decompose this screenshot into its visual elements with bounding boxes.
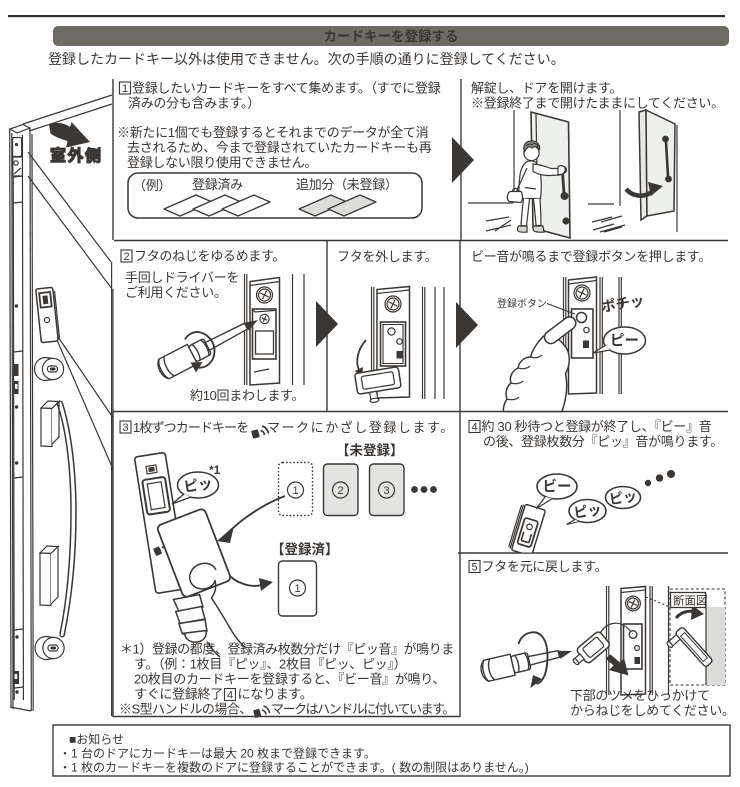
svg-text:1: 1: [292, 485, 298, 497]
svg-text:・1 台のドアにカードキーは最大 20 枚まで登録できます。: ・1 台のドアにカードキーは最大 20 枚まで登録できます。: [59, 746, 376, 761]
svg-text:2: 2: [337, 485, 343, 497]
svg-text:5: 5: [471, 562, 477, 574]
svg-text:マークにかざし登録します。: マークにかざし登録します。: [267, 420, 453, 435]
svg-text:ポチッ: ポチッ: [600, 292, 646, 316]
svg-text:済みの分も含みます。）: 済みの分も含みます。）: [128, 96, 260, 111]
svg-text:手回しドライバーを: 手回しドライバーを: [125, 270, 239, 285]
svg-text:ピッ: ピッ: [573, 501, 603, 521]
svg-text:ピッ: ピッ: [183, 475, 214, 496]
svg-text:【未登録】: 【未登録】: [336, 443, 404, 458]
svg-text:1: 1: [122, 83, 128, 95]
svg-text:すぐに登録終了: すぐに登録終了: [134, 687, 223, 702]
svg-text:※新たに1個でも登録するとそれまでのデータが全て消: ※新たに1個でも登録するとそれまでのデータが全て消: [117, 125, 429, 140]
svg-text:ピー: ピー: [610, 333, 639, 350]
svg-text:になります。: になります。: [238, 687, 313, 702]
svg-text:登録したカードキー以外は使用できません。次の手順の通りに登録: 登録したカードキー以外は使用できません。次の手順の通りに登録してください。: [48, 51, 565, 67]
svg-text:からねじをしめてください。: からねじをしめてください。: [570, 703, 735, 718]
svg-text:ビー: ビー: [543, 478, 572, 496]
svg-text:す。（例：1枚目『ピッ』、2枚目『ピッ、ピッ』）: す。（例：1枚目『ピッ』、2枚目『ピッ、ピッ』）: [134, 657, 406, 672]
svg-text:フタのねじをゆるめます。: フタのねじをゆるめます。: [134, 249, 285, 264]
svg-text:＊1）登録の都度、登録済み枚数分だけ『ピッ音』が鳴りま: ＊1）登録の都度、登録済み枚数分だけ『ピッ音』が鳴りま: [120, 642, 454, 657]
svg-text:約 30 秒待つと登録が終了し、『ビー』音: 約 30 秒待つと登録が終了し、『ビー』音: [482, 419, 712, 434]
svg-text:*1: *1: [209, 463, 221, 477]
svg-text:登録済み: 登録済み: [192, 177, 243, 192]
svg-text:3: 3: [383, 485, 389, 497]
svg-text:断面図: 断面図: [673, 595, 708, 608]
svg-text:ピッ: ピッ: [608, 488, 638, 508]
svg-text:1枚ずつカードキーを: 1枚ずつカードキーを: [133, 420, 249, 435]
svg-text:カードキーを登録する: カードキーを登録する: [324, 29, 459, 44]
svg-text:約10回まわします。: 約10回まわします。: [190, 388, 304, 403]
svg-text:2: 2: [123, 251, 129, 263]
svg-text:登録したいカードキーをすべて集めます。（すでに登録: 登録したいカードキーをすべて集めます。（すでに登録: [132, 81, 441, 96]
svg-text:※登録終了まで開けたままにしてください。: ※登録終了まで開けたままにしてください。: [471, 96, 724, 111]
svg-text:4: 4: [471, 422, 477, 434]
svg-text:フタを外します。: フタを外します。: [337, 249, 437, 264]
svg-text:ご利用ください。: ご利用ください。: [125, 285, 227, 300]
svg-text:（例）: （例）: [133, 178, 171, 193]
svg-text:登録しない限り使用できません。: 登録しない限り使用できません。: [127, 155, 317, 170]
svg-text:去されるため、今まで登録されていたカードキーも再: 去されるため、今まで登録されていたカードキーも再: [127, 140, 432, 155]
svg-text:20枚目のカードキーを登録すると、『ビー音』が鳴り、: 20枚目のカードキーを登録すると、『ビー音』が鳴り、: [134, 672, 445, 687]
svg-text:マークはハンドルに付いています。: マークはハンドルに付いています。: [271, 702, 455, 717]
svg-text:登録ボタン: 登録ボタン: [497, 297, 547, 310]
svg-text:1: 1: [294, 583, 300, 595]
svg-text:■お知らせ: ■お知らせ: [69, 733, 124, 747]
svg-text:4: 4: [227, 690, 233, 702]
svg-text:※S型ハンドルの場合、: ※S型ハンドルの場合、: [119, 702, 252, 717]
svg-text:追加分（未登録）: 追加分（未登録）: [296, 177, 398, 192]
svg-text:解錠し、ドアを開けます。: 解錠し、ドアを開けます。: [471, 81, 622, 96]
svg-text:室外側: 室外側: [50, 146, 103, 165]
svg-text:【登録済】: 【登録済】: [271, 542, 339, 557]
svg-text:3: 3: [122, 422, 128, 434]
svg-text:フタを元に戻します。: フタを元に戻します。: [482, 559, 608, 574]
svg-text:ビー音が鳴るまで登録ボタンを押します。: ビー音が鳴るまで登録ボタンを押します。: [471, 249, 711, 264]
svg-text:下部のツメをひっかけて: 下部のツメをひっかけて: [570, 688, 710, 703]
svg-text:・1 枚のカードキーを複数のドアに登録することができます。(: ・1 枚のカードキーを複数のドアに登録することができます。( 数の制限はありませ…: [59, 760, 529, 775]
svg-text:の後、登録枚数分『ピッ』音が鳴ります。: の後、登録枚数分『ピッ』音が鳴ります。: [483, 434, 723, 449]
